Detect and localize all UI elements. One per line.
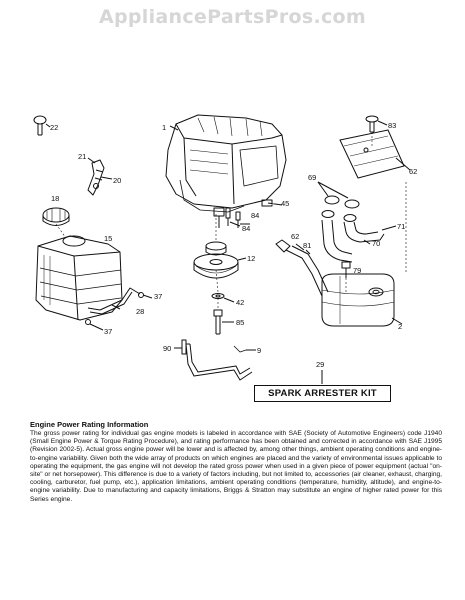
part-79-screw bbox=[341, 261, 351, 278]
part-83-fastener bbox=[365, 115, 388, 133]
part-12-pulley bbox=[193, 241, 247, 279]
callout-84b: 84 bbox=[242, 224, 250, 233]
callout-1: 1 bbox=[162, 123, 166, 132]
part-69-clamps bbox=[317, 181, 360, 222]
part-45-84-bolts bbox=[225, 199, 283, 228]
callout-12: 12 bbox=[247, 254, 255, 263]
callout-29: 29 bbox=[316, 360, 324, 369]
assembly-leaders bbox=[55, 132, 407, 310]
callout-62a: 62 bbox=[409, 167, 417, 176]
callout-69: 69 bbox=[308, 173, 316, 182]
part-81-pipe bbox=[275, 239, 329, 297]
callout-2: 2 bbox=[398, 322, 402, 331]
callout-9: 9 bbox=[257, 346, 261, 355]
callout-79: 79 bbox=[353, 266, 361, 275]
callout-18: 18 bbox=[51, 194, 59, 203]
part-15-fuel-tank bbox=[35, 235, 123, 321]
part-42-85-hardware bbox=[211, 293, 235, 335]
callout-22: 22 bbox=[50, 123, 58, 132]
callout-90: 90 bbox=[163, 344, 171, 353]
part-70-71-exhaust-pipes bbox=[321, 219, 397, 263]
callout-labels: 1 2 9 12 15 18 20 21 22 28 29 37 37 42 4… bbox=[50, 121, 417, 369]
part-18-fuel-cap bbox=[42, 207, 70, 226]
callout-45: 45 bbox=[281, 199, 289, 208]
callout-37b: 37 bbox=[104, 327, 112, 336]
callout-28: 28 bbox=[136, 307, 144, 316]
callout-84a: 84 bbox=[251, 211, 259, 220]
callout-83: 83 bbox=[388, 121, 396, 130]
part-20-21-bracket bbox=[87, 157, 113, 196]
part-1-engine bbox=[165, 114, 287, 228]
callout-21: 21 bbox=[78, 152, 86, 161]
part-28-strap bbox=[85, 287, 153, 331]
callout-85: 85 bbox=[236, 318, 244, 327]
part-62-heat-shield bbox=[339, 129, 411, 179]
info-title: Engine Power Rating Information bbox=[30, 420, 149, 429]
part-2-muffler bbox=[321, 273, 403, 327]
callout-42: 42 bbox=[236, 298, 244, 307]
callout-62b: 62 bbox=[291, 232, 299, 241]
spark-arrester-kit-label: SPARK ARRESTER KIT bbox=[254, 385, 391, 402]
info-body: The gross power rating for individual ga… bbox=[30, 430, 442, 503]
callout-71: 71 bbox=[397, 222, 405, 231]
callout-81: 81 bbox=[303, 241, 311, 250]
callout-37a: 37 bbox=[154, 292, 162, 301]
part-9-90-rod bbox=[174, 339, 256, 381]
engine-power-rating-info: Engine Power Rating Information The gros… bbox=[30, 420, 442, 504]
callout-70: 70 bbox=[372, 239, 380, 248]
watermark: AppliancePartsPros.com bbox=[98, 6, 366, 28]
part-22-fastener bbox=[33, 115, 51, 136]
callout-15: 15 bbox=[104, 234, 112, 243]
callout-20: 20 bbox=[113, 176, 121, 185]
